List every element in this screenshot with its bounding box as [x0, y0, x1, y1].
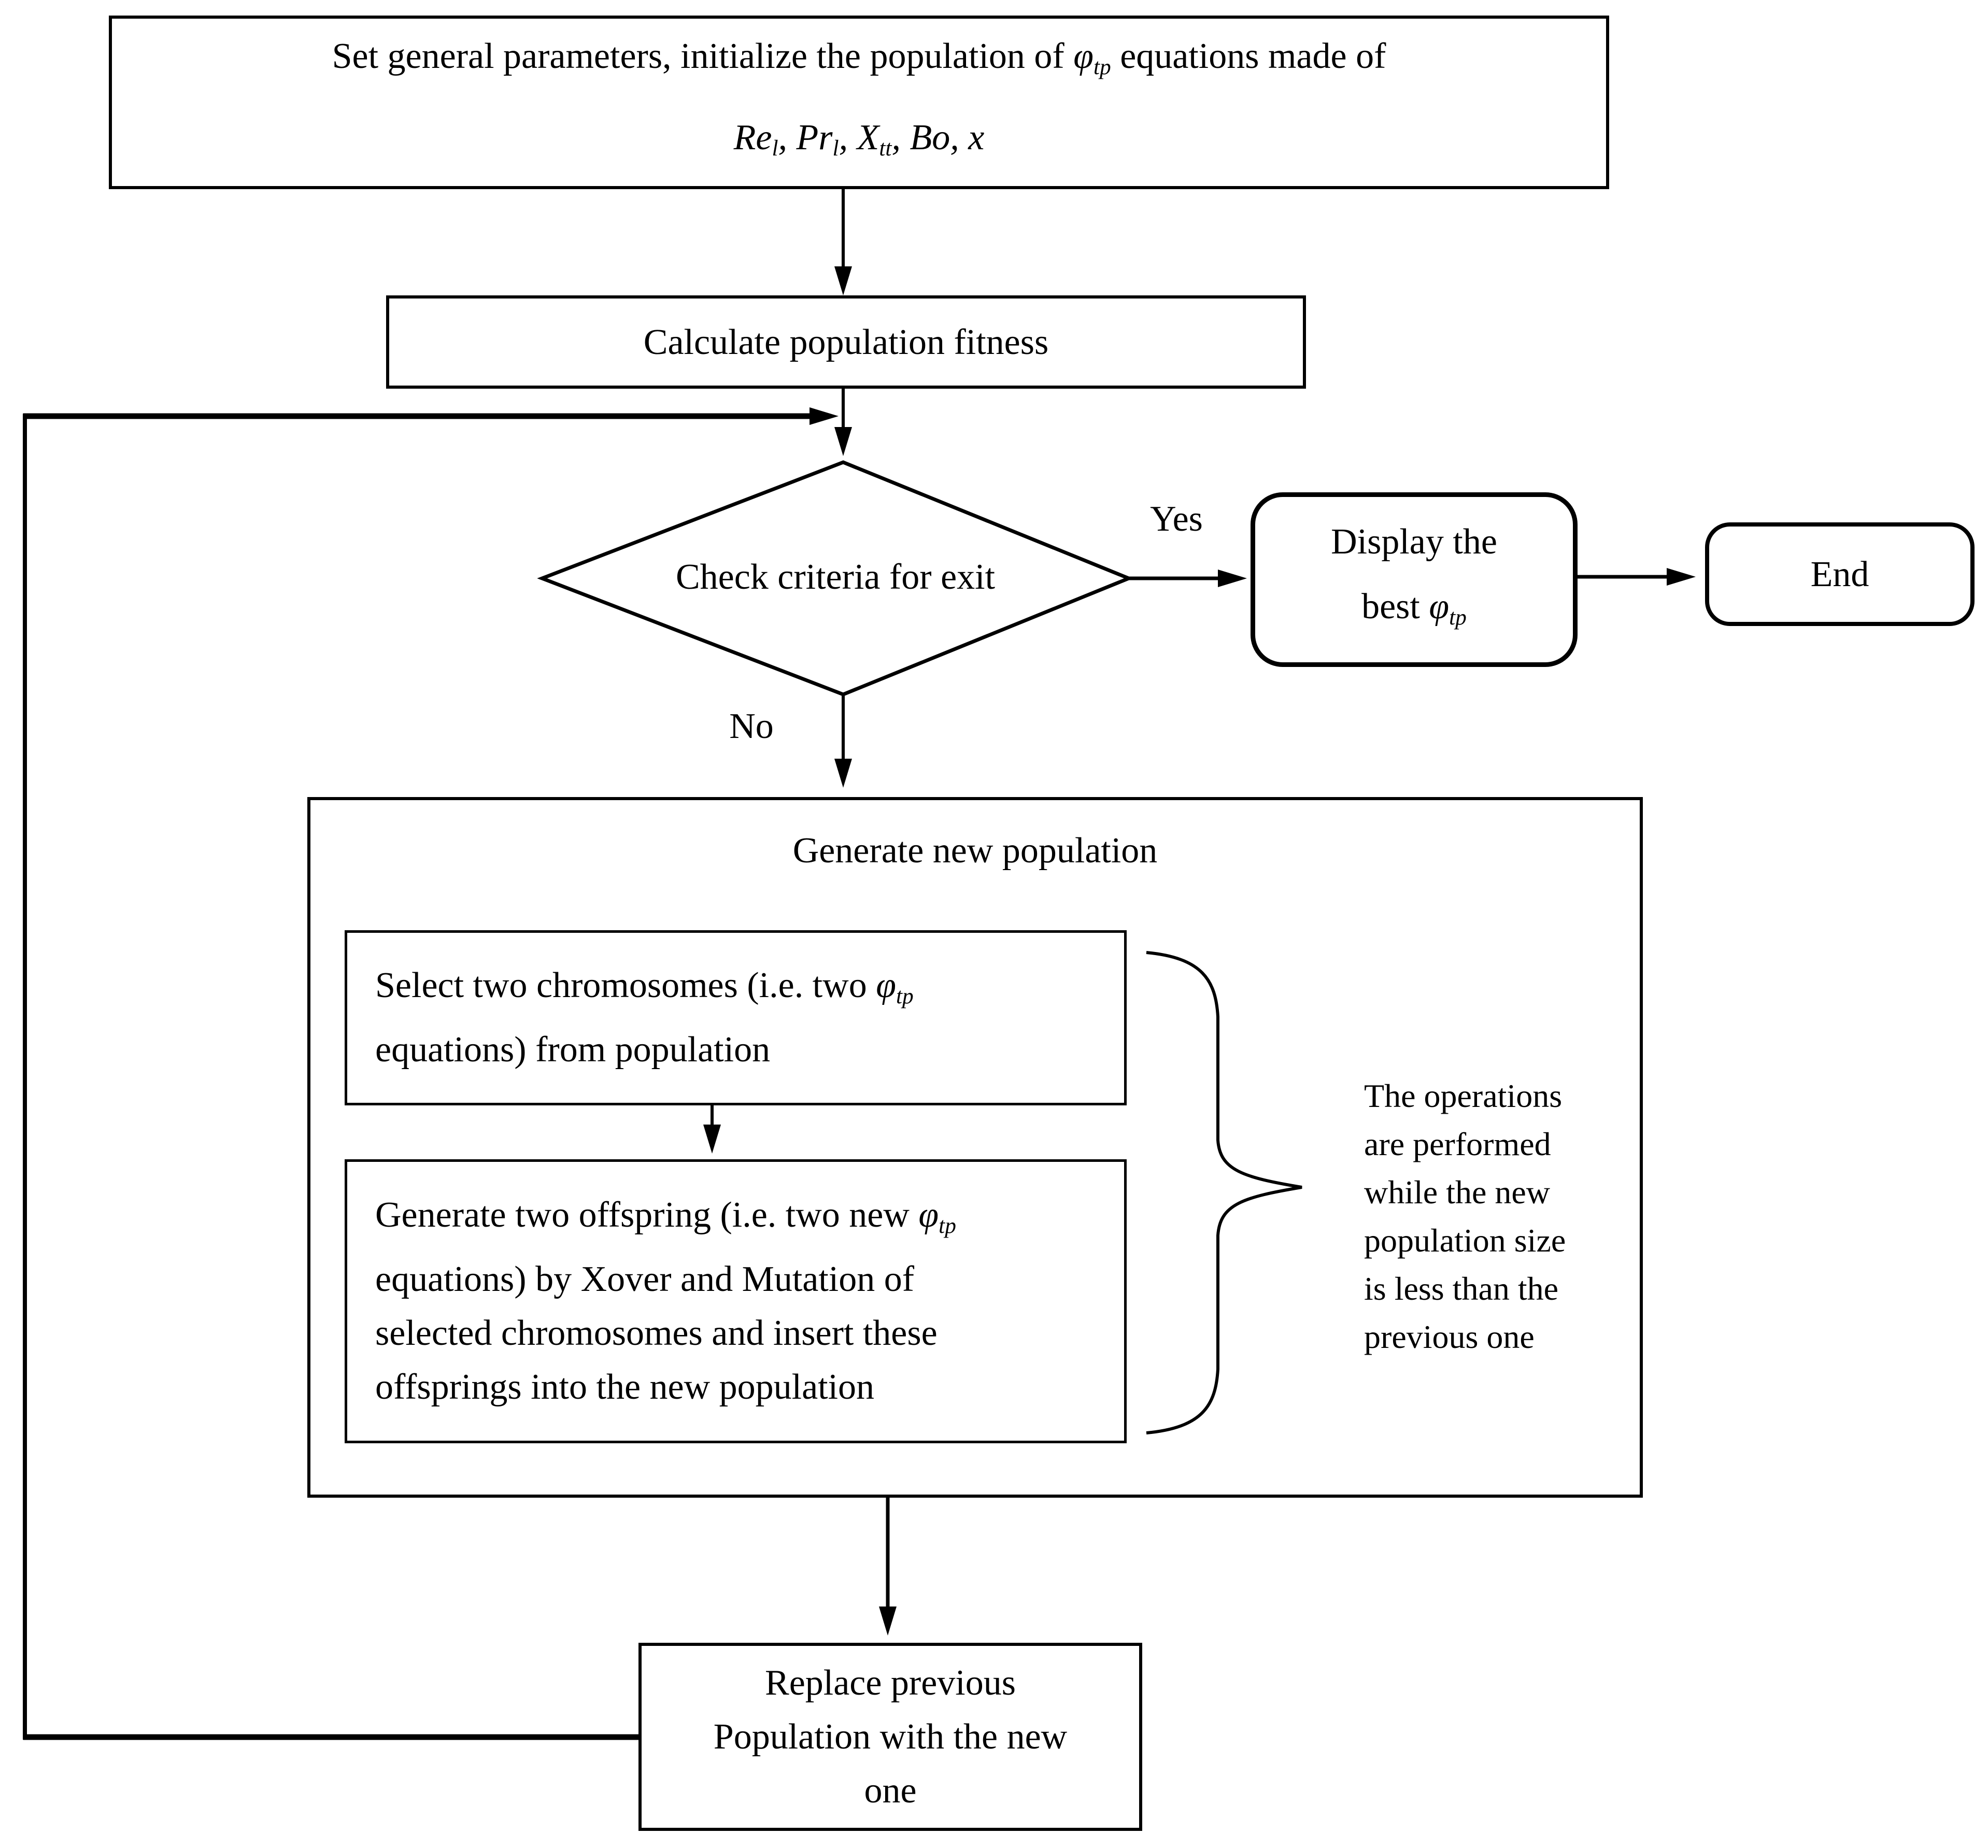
display-best-box: Display the best φtp [1251, 492, 1578, 667]
arrow-no [834, 694, 852, 788]
annotation-line: is less than the [1364, 1270, 1559, 1307]
phi-symbol: φ [1429, 586, 1450, 627]
replace-line1: Replace previous [765, 1662, 1016, 1703]
arrow-init-to-fitness [834, 189, 852, 295]
select-chromosomes-box: Select two chromosomes (i.e. two φtp equ… [345, 930, 1127, 1105]
no-label: No [729, 706, 774, 746]
decision-label: Check criteria for exit [675, 557, 996, 597]
generate-population-title: Generate new population [792, 831, 1158, 871]
generate-population-container: Generate new population [307, 797, 1643, 1498]
offspring-line4: offsprings into the new population [375, 1367, 875, 1408]
offspring-line1: Generate two offspring (i.e. two new φtp [375, 1195, 956, 1239]
init-line2-equation: Rel, Prl, Xtt, Bo, x [733, 117, 985, 161]
phi-symbol: φ [876, 965, 896, 1005]
annotation-line: The operations [1364, 1077, 1563, 1114]
display-line1: Display the [1331, 521, 1497, 562]
annotation-line: are performed [1364, 1126, 1551, 1162]
end-box: End [1705, 522, 1975, 626]
init-population-box: Set general parameters, initialize the p… [109, 16, 1609, 189]
calculate-fitness-box: Calculate population fitness [386, 295, 1306, 389]
phi-symbol: φ [918, 1195, 939, 1235]
init-line1: Set general parameters, initialize the p… [332, 36, 1386, 80]
display-line2: best φtp [1361, 586, 1467, 630]
arrow-yes [1129, 570, 1247, 587]
arrow-generate-to-replace [879, 1498, 897, 1636]
replace-population-box: Replace previous Population with the new… [638, 1643, 1142, 1831]
replace-line2: Population with the new [713, 1716, 1068, 1757]
grouping-brace [1146, 951, 1302, 1434]
phi-symbol: φ [1073, 36, 1094, 77]
select-line1: Select two chromosomes (i.e. two φtp [375, 965, 914, 1009]
annotation-line: previous one [1364, 1318, 1535, 1355]
end-label: End [1810, 554, 1869, 594]
replace-line3: one [864, 1770, 917, 1811]
annotation-line: population size [1364, 1222, 1566, 1259]
offspring-line3: selected chromosomes and insert these [375, 1313, 938, 1354]
yes-label: Yes [1150, 499, 1203, 539]
generate-offspring-box: Generate two offspring (i.e. two new φtp… [345, 1159, 1127, 1443]
arrow-fitness-to-decision [834, 389, 852, 456]
arrow-display-to-end [1578, 568, 1696, 586]
annotation-line: while the new [1364, 1174, 1550, 1211]
arrow-select-to-offspring [703, 1105, 721, 1154]
loopback-connector [23, 407, 839, 1740]
while-loop-annotation: The operations are performed while the n… [1364, 1072, 1644, 1361]
calculate-fitness-label: Calculate population fitness [643, 322, 1049, 362]
select-line2: equations) from population [375, 1030, 771, 1070]
offspring-line2: equations) by Xover and Mutation of [375, 1259, 915, 1300]
